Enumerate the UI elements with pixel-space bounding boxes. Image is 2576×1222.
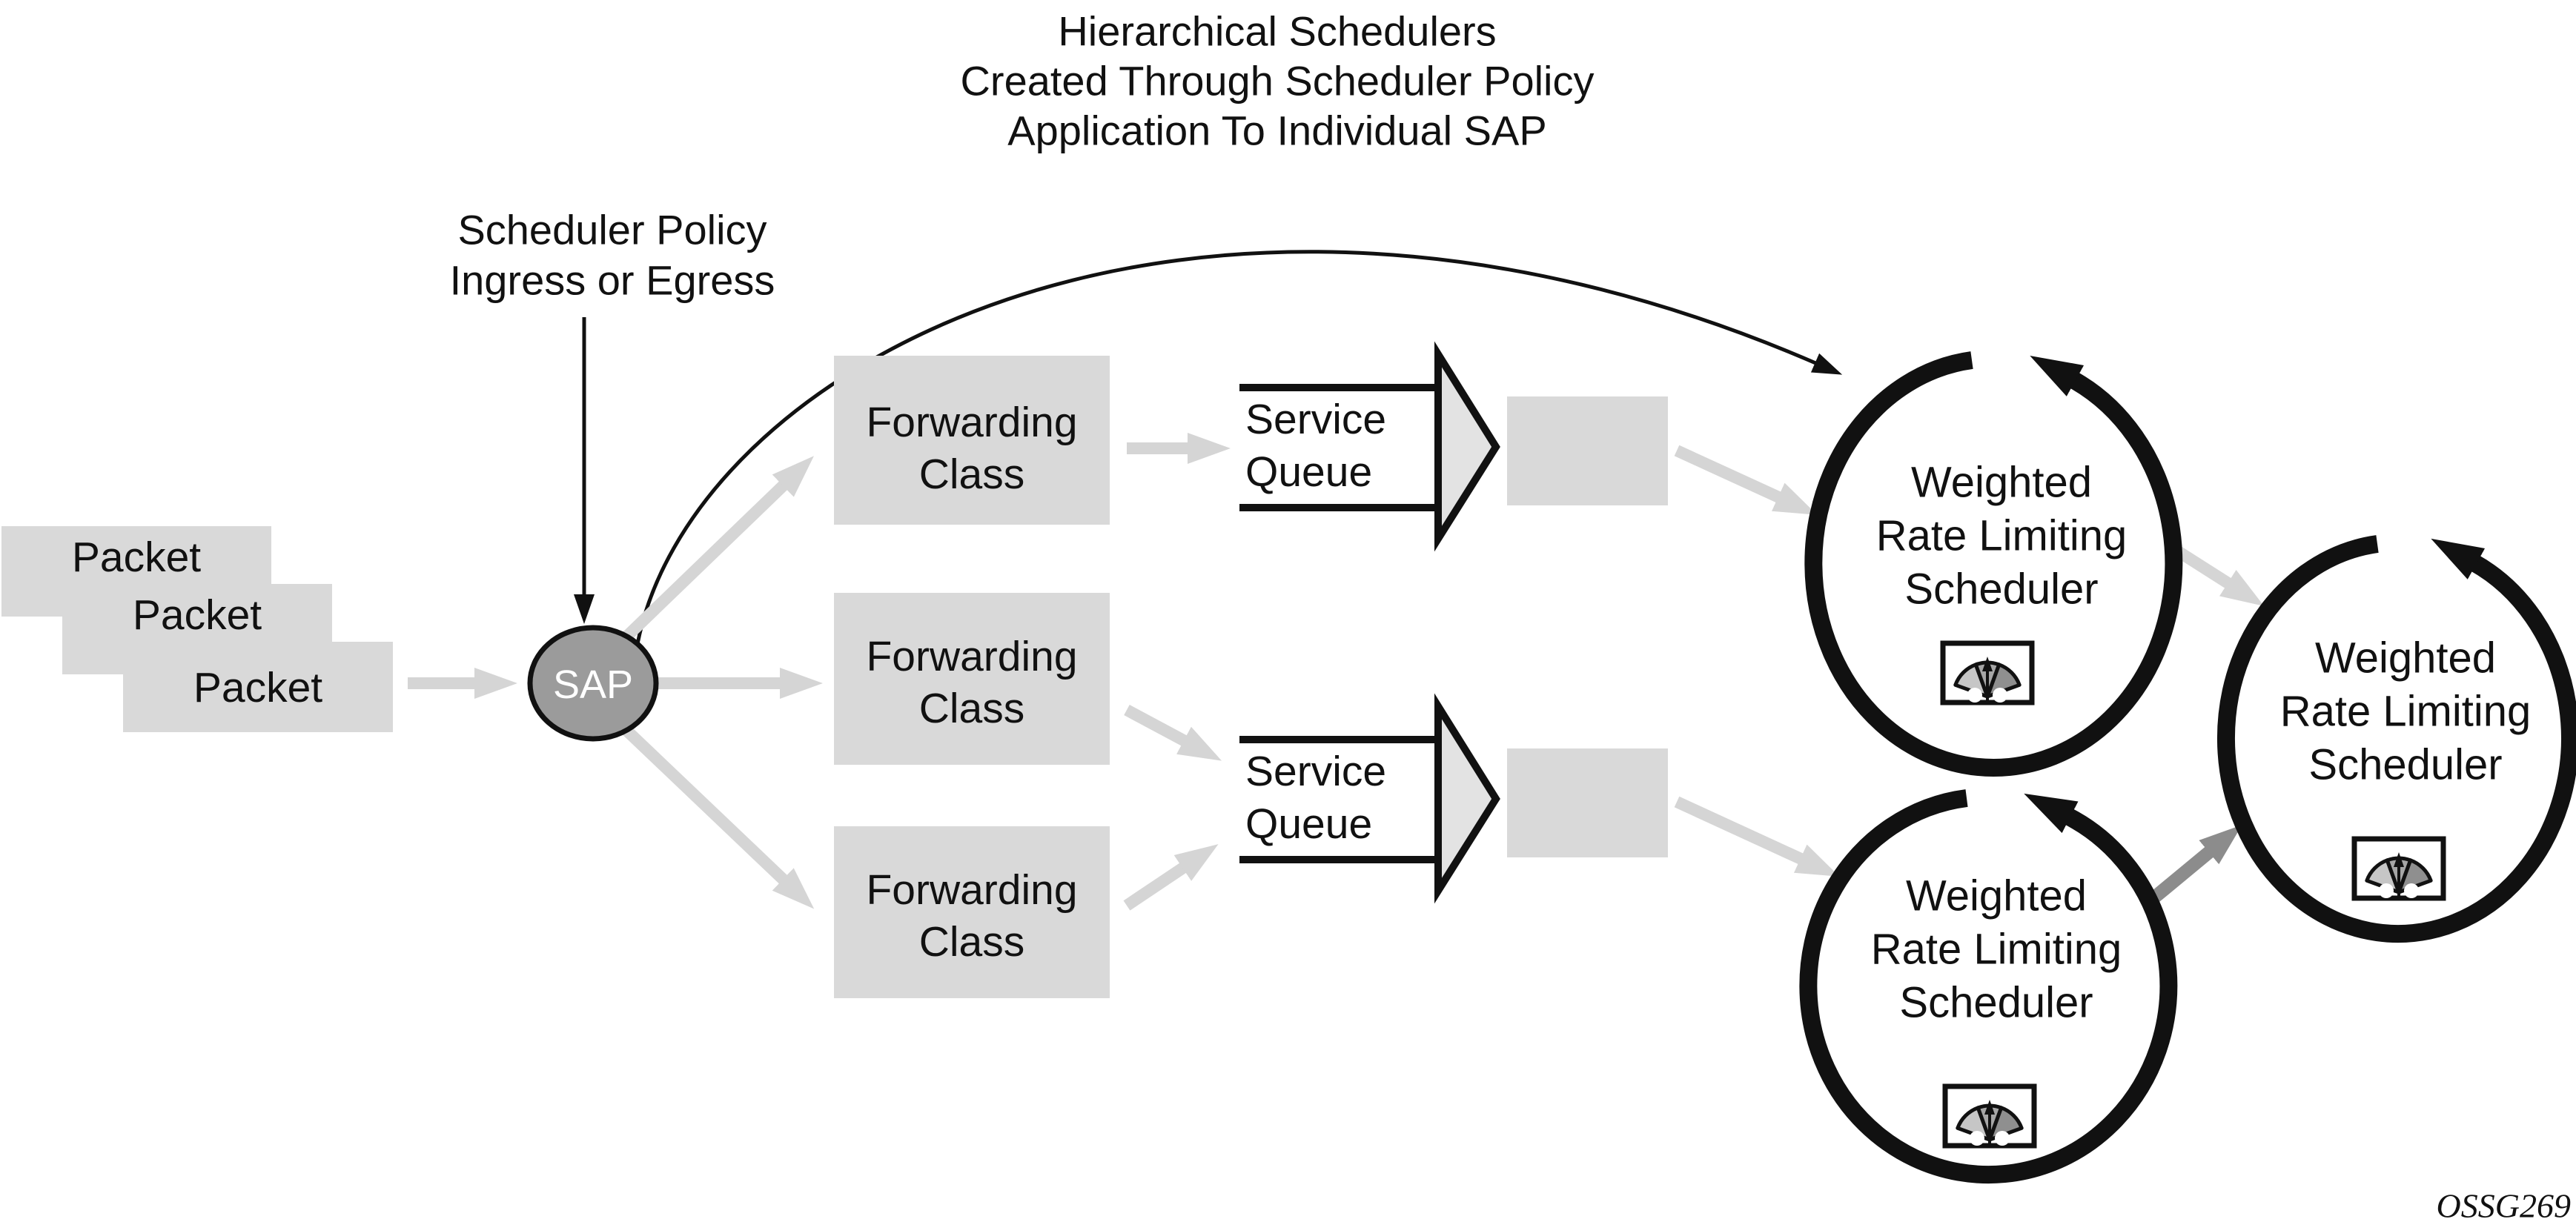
diagram-title: Hierarchical Schedulers Created Through … xyxy=(960,8,1594,154)
service-queue-2-line-1: Service xyxy=(1245,748,1386,795)
scheduler2-to-scheduler3-arrow xyxy=(2149,825,2242,903)
service-queue-1-line-1: Service xyxy=(1245,396,1386,443)
scheduler-2-line-2: Rate Limiting xyxy=(1871,926,2122,974)
fc3-to-queue2-arrow xyxy=(1123,844,1219,911)
diagram-title-line-2: Created Through Scheduler Policy xyxy=(960,58,1594,104)
scheduler-3-line-1: Weighted xyxy=(2315,634,2496,683)
service-queue-1-line-2: Queue xyxy=(1245,448,1372,496)
sap-node: SAP xyxy=(527,625,659,742)
forwarding-class-1: Forwarding Class xyxy=(834,356,1110,525)
scheduler-1-line-2: Rate Limiting xyxy=(1876,512,2127,560)
figure-id-watermark: OSSG269 xyxy=(2437,1187,2571,1222)
forwarding-class-1-line-2: Class xyxy=(919,451,1025,498)
forwarding-class-2: Forwarding Class xyxy=(834,593,1110,765)
packet-stack: Packet Packet Packet xyxy=(1,526,393,732)
service-queue-1: Service Queue xyxy=(1239,341,1668,552)
packet-label-2: Packet xyxy=(133,591,262,639)
queue-buffer-box-2 xyxy=(1507,748,1668,857)
sap-to-fc1-arrow xyxy=(596,456,814,666)
circular-arrow-icon xyxy=(1799,789,2178,1184)
scheduler-policy-label: Scheduler Policy Ingress or Egress xyxy=(450,207,775,304)
scheduler-3-line-2: Rate Limiting xyxy=(2280,688,2531,736)
circular-arrow-icon xyxy=(1804,351,2183,777)
packet-box-3 xyxy=(123,642,393,732)
queue1-to-scheduler1-arrow xyxy=(1674,445,1818,515)
scheduler-3-right: Weighted Rate Limiting Scheduler xyxy=(2216,535,2576,943)
scheduler-1-top: Weighted Rate Limiting Scheduler xyxy=(1804,351,2183,777)
forwarding-class-2-line-1: Forwarding xyxy=(866,633,1077,680)
forwarding-class-3-line-2: Class xyxy=(919,918,1025,966)
circular-arrow-icon xyxy=(2216,535,2576,943)
fc2-to-queue2-arrow xyxy=(1124,704,1222,761)
forwarding-class-2-line-2: Class xyxy=(919,685,1025,732)
forwarding-class-3-line-1: Forwarding xyxy=(866,866,1077,914)
forwarding-class-3: Forwarding Class xyxy=(834,826,1110,998)
gauge-icon xyxy=(1943,643,2032,703)
service-queue-2-line-2: Queue xyxy=(1245,800,1372,848)
scheduler-1-line-1: Weighted xyxy=(1911,459,2092,507)
queue-buffer-box-1 xyxy=(1507,396,1668,505)
scheduler-2-bottom: Weighted Rate Limiting Scheduler xyxy=(1799,789,2178,1184)
sap-label: SAP xyxy=(553,663,633,707)
diagram-title-line-3: Application To Individual SAP xyxy=(1007,107,1546,154)
scheduler1-to-scheduler3-arrow xyxy=(2172,545,2265,606)
sap-to-scheduler-curved-arrow xyxy=(634,250,1843,653)
scheduler-policy-label-line-2: Ingress or Egress xyxy=(450,257,775,304)
service-queue-2: Service Queue xyxy=(1239,693,1668,904)
queue2-to-scheduler2-arrow xyxy=(1674,796,1840,877)
gauge-icon xyxy=(2354,839,2443,898)
scheduler-2-line-3: Scheduler xyxy=(1899,979,2093,1027)
gauge-icon xyxy=(1945,1086,2034,1146)
scheduler-2-line-1: Weighted xyxy=(1906,872,2087,920)
flow-arrows-light xyxy=(408,433,2265,911)
scheduler-1-line-3: Scheduler xyxy=(1904,565,2098,614)
forwarding-class-1-line-1: Forwarding xyxy=(866,399,1077,446)
packet-label-1: Packet xyxy=(72,534,201,581)
sap-to-fc3-arrow xyxy=(596,701,815,909)
diagram-title-line-1: Hierarchical Schedulers xyxy=(1058,8,1496,55)
packet-label-3: Packet xyxy=(193,664,322,711)
scheduler-3-line-3: Scheduler xyxy=(2308,741,2502,789)
scheduler-policy-label-line-1: Scheduler Policy xyxy=(457,207,766,253)
